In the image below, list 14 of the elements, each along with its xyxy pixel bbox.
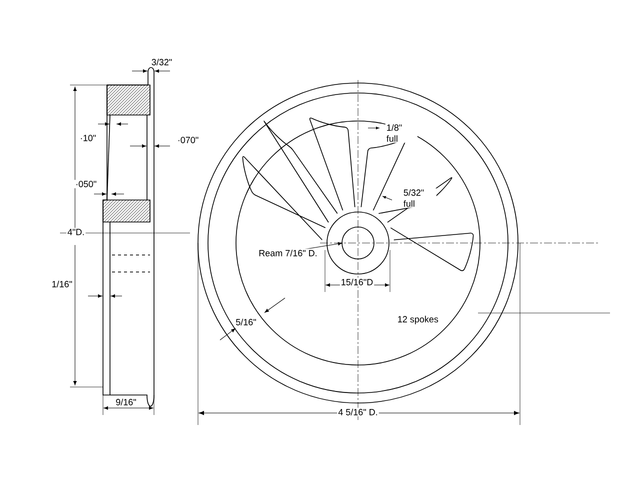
dimension-label: 15/16"D	[340, 278, 374, 286]
dimension-label: 1/8" full	[385, 123, 418, 143]
dimension-label: ·10"	[78, 134, 98, 142]
dimension-label: 1/16"	[50, 280, 74, 288]
dimension-label: ·050"	[74, 180, 98, 188]
dimension-label: 4 5/16" D.	[337, 408, 379, 416]
dimension-label: ·070"	[176, 136, 200, 144]
dimension-label: Ream 7/16" D.	[258, 248, 318, 258]
dimension-label: 4"D.	[66, 228, 86, 236]
dimension-label: 12 spokes	[396, 314, 440, 326]
dimension-label: 5/16"	[234, 318, 258, 326]
dimension-label: 5/32" full	[402, 188, 436, 208]
dimension-label: 9/16"	[114, 398, 138, 406]
dimension-label: 3/32"	[150, 58, 174, 66]
